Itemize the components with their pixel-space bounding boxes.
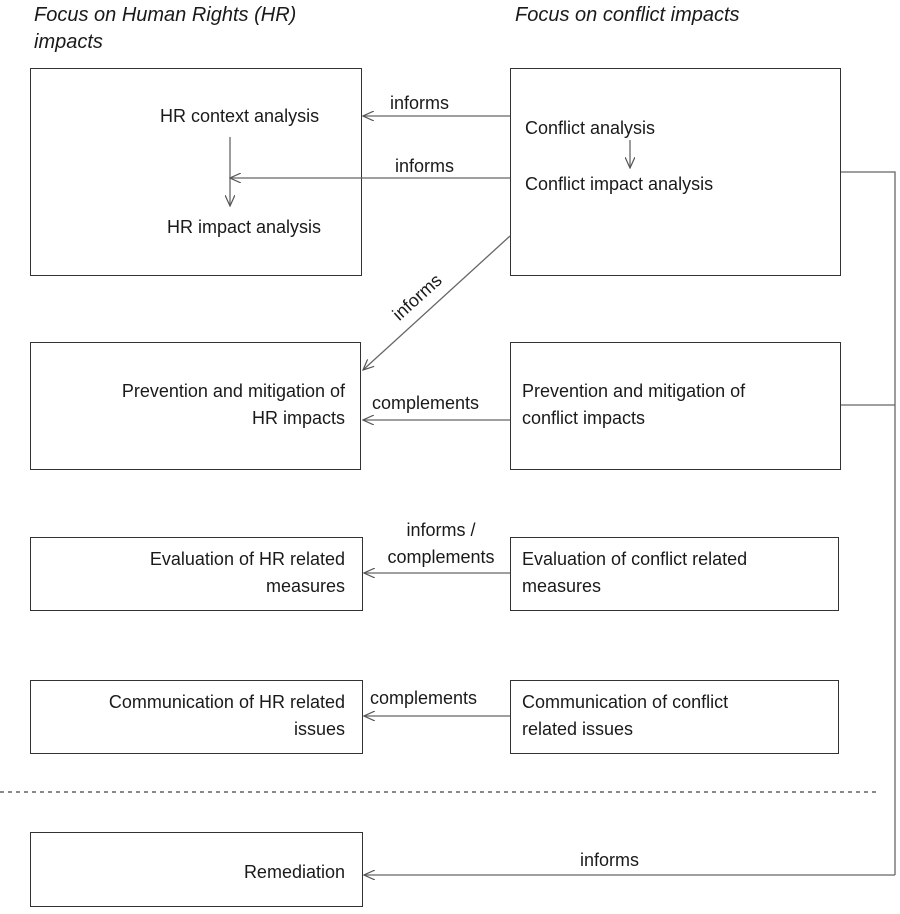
hr-evaluation-text: Evaluation of HR related measures (150, 546, 345, 600)
hr-evaluation-line1: Evaluation of HR related (149, 549, 345, 569)
hr-evaluation-line2: measures (265, 576, 345, 596)
hr-prevention-line2: HR impacts (251, 408, 345, 428)
hr-prevention-text: Prevention and mitigation of HR impacts (122, 378, 345, 432)
conflict-evaluation-line1: Evaluation of conflict related (522, 549, 748, 569)
conflict-evaluation-text: Evaluation of conflict related measures (522, 546, 747, 600)
conflict-impact-analysis: Conflict impact analysis (525, 174, 714, 194)
hr-communication-text: Communication of HR related issues (109, 689, 345, 743)
hr-prevention-line1: Prevention and mitigation of (121, 381, 345, 401)
label-complements-1: complements (372, 393, 480, 413)
conflict-communication-line1: Communication of conflict (522, 692, 729, 712)
arrow-informs-diagonal (363, 235, 511, 370)
conflict-prevention-line1: Prevention and mitigation of (522, 381, 746, 401)
conflict-prevention-text: Prevention and mitigation of conflict im… (522, 378, 745, 432)
conflict-evaluation-line2: measures (522, 576, 602, 596)
label-informs-complements-line2: complements (387, 547, 495, 567)
header-hr: Focus on Human Rights (HR) impacts (34, 2, 296, 56)
header-hr-line1: Focus on Human Rights (HR) (34, 4, 297, 26)
hr-communication-line1: Communication of HR related (108, 692, 345, 712)
box-conflict-analysis (510, 68, 841, 276)
remediation-label: Remediation (243, 862, 345, 882)
label-informs-complements-line1: informs / (406, 520, 476, 540)
hr-impact-analysis: HR impact analysis (167, 217, 322, 237)
box-remediation (30, 832, 363, 907)
hr-communication-line2: issues (293, 719, 345, 739)
box-hr-communication (30, 680, 363, 754)
header-hr-line2: impacts (34, 31, 103, 53)
box-conflict-prevention (510, 342, 841, 470)
label-informs-2: informs (395, 156, 455, 176)
label-complements-2: complements (370, 688, 478, 708)
box-conflict-communication (510, 680, 839, 754)
box-hr-prevention (30, 342, 361, 470)
conflict-communication-line2: related issues (522, 719, 634, 739)
header-conflict: Focus on conflict impacts (515, 4, 740, 26)
box-hr-analysis (30, 68, 362, 276)
label-informs-remediation: informs (580, 850, 640, 870)
conflict-communication-text: Communication of conflict related issues (522, 689, 728, 743)
label-informs-1: informs (390, 93, 450, 113)
box-conflict-evaluation (510, 537, 839, 611)
connector-right-trunk (841, 171, 896, 875)
box-hr-evaluation (30, 537, 363, 611)
hr-context-analysis: HR context analysis (160, 106, 320, 126)
conflict-analysis: Conflict analysis (525, 118, 656, 138)
conflict-prevention-line2: conflict impacts (522, 408, 646, 428)
label-informs-complements: informs / complements (379, 517, 503, 571)
